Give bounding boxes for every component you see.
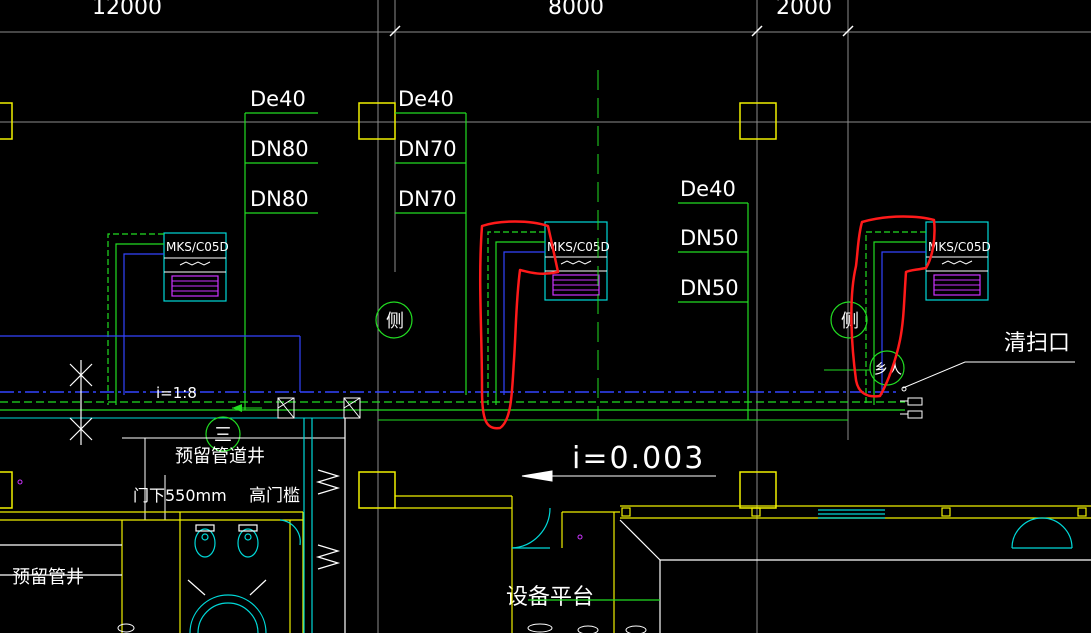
dimension-right: 2000 [776,0,832,20]
slope-main-arrow [521,470,716,482]
side-tag-2[interactable]: 侧 [830,301,868,339]
equipment-tag-1: MKS/C05D [166,240,229,254]
marker-point-1 [17,479,23,485]
side-tag-2-text: 侧 [841,311,859,332]
side-tag-1-text: 侧 [386,311,404,332]
pipe-label-dn80-1: DN80 [250,137,309,161]
equipment-unit-2[interactable]: MKS/C05D [544,221,610,301]
cleanout-leader [902,361,1075,389]
slope-small-label: i=1:8 [156,384,197,402]
door-note-label: 门下550mm [133,486,227,505]
red-markup [478,215,936,430]
equipment-tag-3: MKS/C05D [928,240,991,254]
doors [279,507,1073,549]
structural-columns [0,102,777,509]
pipe-label-dn70-1: DN70 [398,137,457,161]
riser-tag-text: 乡人 [874,362,902,378]
flexible-connectors [315,469,341,570]
reserved-shaft-2-label: 预留管井 [12,567,84,588]
toilet-2[interactable] [237,524,259,558]
pipe-label-dn50-1: DN50 [680,226,739,250]
toilet-1[interactable] [194,524,216,558]
cleanout-label: 清扫口 [1004,331,1070,356]
pipe-label-de40-2: De40 [398,87,454,111]
equipment-tag-2: MKS/C05D [547,240,610,254]
pipe-label-dn70-2: DN70 [398,187,457,211]
main-drain-pipe [0,70,905,421]
dimension-left: 12000 [92,0,162,20]
basin[interactable] [187,579,267,633]
valve-1[interactable] [277,397,295,419]
equipment-unit-3[interactable]: MKS/C05D [925,221,991,301]
cleanout-fittings[interactable] [900,386,923,419]
slope-small-arrow [232,404,262,412]
marker-point-2 [577,534,583,540]
dimension-ticks [389,25,854,37]
reserved-shaft-label: 预留管道井 [175,446,265,467]
slope-main-label: i=0.003 [572,441,705,476]
pipe-label-dn80-2: DN80 [250,187,309,211]
pipe-label-dn50-2: DN50 [680,276,739,300]
valve-2[interactable] [343,397,361,419]
pipe-label-leaders [244,112,749,420]
pipe-label-de40-3: De40 [680,177,736,201]
sink-fixtures [117,623,647,633]
floor-drain-tag-text: 三 [214,425,232,446]
equipment-platform-label: 设备平台 [506,585,594,610]
dimension-middle: 8000 [548,0,604,20]
floor-drain-tag[interactable]: 三 [205,416,241,452]
threshold-label: 高门槛 [249,486,300,506]
side-tag-1[interactable]: 侧 [375,301,413,339]
branch-pipes [107,231,926,405]
building-walls [0,418,1091,633]
pipe-label-de40-1: De40 [250,87,306,111]
elevation-marker [69,360,93,445]
equipment-unit-1[interactable]: MKS/C05D [163,232,229,302]
